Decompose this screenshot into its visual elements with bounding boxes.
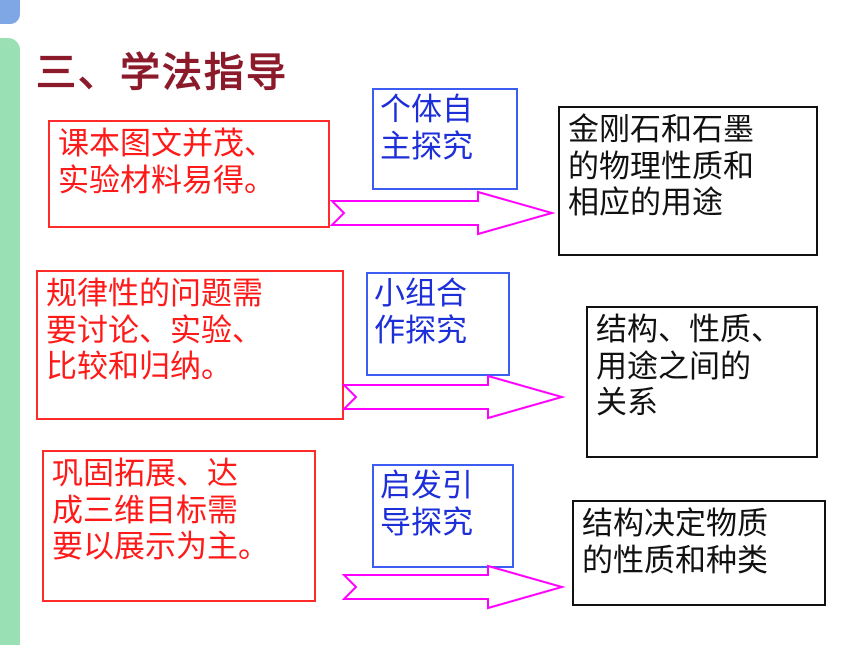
result-line: 金刚石和石墨 [568,112,754,148]
result-box-2: 结构、性质、 用途之间的 关系 [586,306,818,458]
reason-box-3: 巩固拓展、达 成三维目标需 要以展示为主。 [42,450,316,602]
method-line: 小组合 [374,276,467,312]
method-box-1[interactable]: 个体自 主探究 [372,88,518,190]
result-line: 的物理性质和 [568,148,754,185]
reason-line: 要讨论、实验、 [46,312,263,349]
reason-line: 规律性的问题需 [46,276,263,312]
reason-line: 成三维目标需 [52,492,238,529]
method-line: 主探究 [380,128,473,165]
reason-box-1: 课本图文并茂、 实验材料易得。 [48,120,330,228]
method-line: 个体自 [380,92,473,128]
result-line: 结构、性质、 [596,312,782,348]
result-line: 用途之间的 [596,348,751,385]
reason-line: 要以展示为主。 [52,529,269,566]
method-line: 作探究 [374,312,467,349]
result-line: 结构决定物质 [582,506,768,542]
reason-line: 课本图文并茂、 [58,126,275,162]
arrow-icon [341,564,566,610]
result-box-1: 金刚石和石墨 的物理性质和 相应的用途 [558,106,818,256]
reason-box-2: 规律性的问题需 要讨论、实验、 比较和归纳。 [36,270,344,420]
result-box-3: 结构决定物质 的性质和种类 [572,500,826,606]
arrow-icon [329,190,556,236]
method-line: 启发引 [380,468,473,504]
method-line: 导探究 [380,504,473,541]
method-box-3[interactable]: 启发引 导探究 [372,464,514,568]
page-title: 三、学法指导 [36,50,288,96]
result-line: 的性质和种类 [582,542,768,579]
reason-line: 实验材料易得。 [58,162,275,199]
reason-line: 比较和归纳。 [46,349,232,386]
arrow-icon [341,374,566,420]
left-accent-bar [0,38,20,645]
reason-line: 巩固拓展、达 [52,456,238,492]
method-box-2[interactable]: 小组合 作探究 [366,272,510,376]
corner-decoration [0,0,20,24]
result-line: 关系 [596,385,658,422]
result-line: 相应的用途 [568,185,723,222]
